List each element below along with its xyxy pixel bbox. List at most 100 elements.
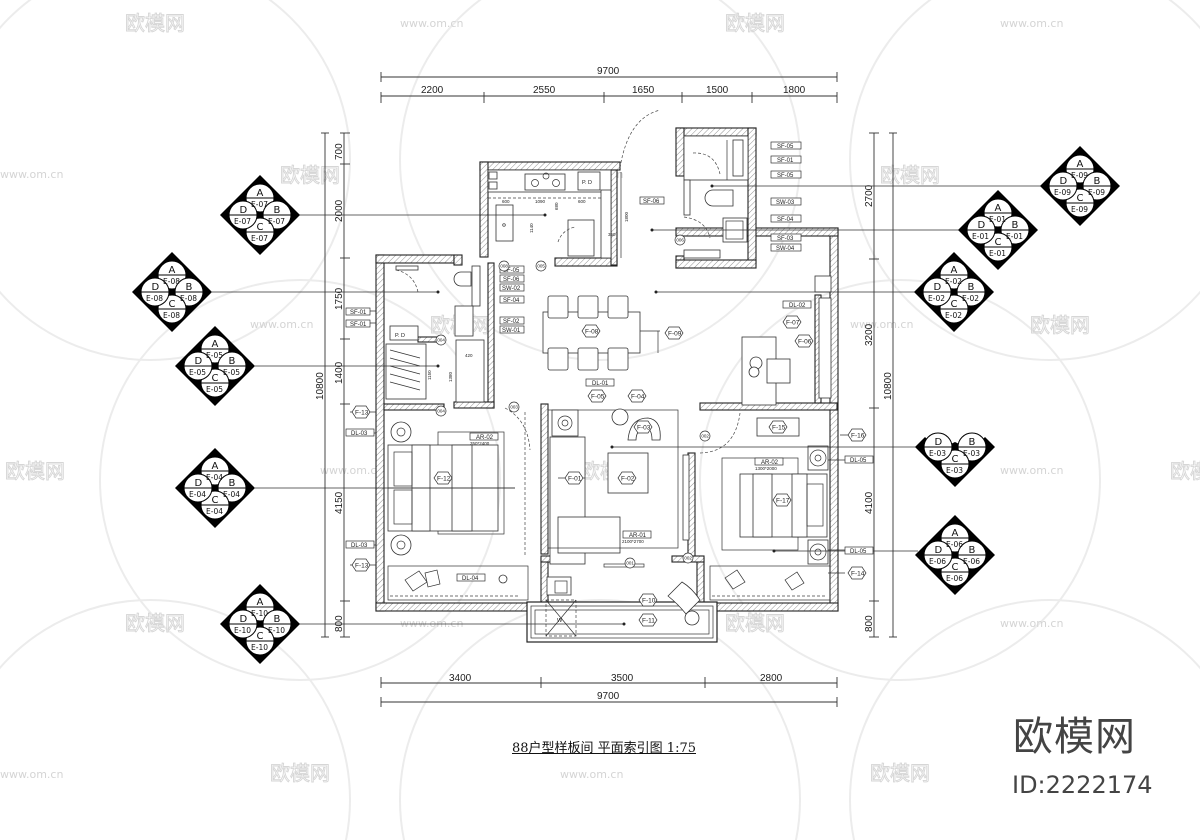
svg-text:www.om.cn: www.om.cn [0, 768, 63, 781]
svg-text:800: 800 [334, 615, 345, 632]
brand-logo: 欧模网 [1013, 714, 1136, 760]
svg-text:600: 600 [502, 199, 510, 204]
svg-text:E-09: E-09 [1071, 205, 1088, 214]
svg-text:F-11: F-11 [642, 618, 655, 625]
drain-label: W [557, 618, 563, 624]
leader-lines [212, 184, 1042, 626]
svg-text:1400: 1400 [334, 361, 345, 384]
svg-text:A: A [212, 461, 219, 472]
svg-text:AR-02: AR-02 [476, 435, 494, 441]
svg-text:D: D [1060, 176, 1068, 187]
svg-text:SF-06: SF-06 [643, 199, 660, 205]
svg-text:1300*2000: 1300*2000 [755, 466, 777, 471]
svg-text:E-06: E-06 [929, 557, 946, 566]
svg-text:E-08: E-08 [163, 311, 180, 320]
svg-text:003: 003 [510, 405, 518, 410]
svg-text:1090: 1090 [535, 199, 546, 204]
svg-text:680: 680 [554, 202, 559, 210]
svg-text:欧模网: 欧模网 [870, 761, 930, 785]
svg-text:E-01: E-01 [972, 232, 989, 241]
svg-text:2550: 2550 [533, 85, 556, 96]
svg-text:SF-05: SF-05 [777, 173, 794, 179]
svg-text:B: B [969, 437, 976, 448]
svg-text:B: B [229, 356, 236, 367]
svg-text:欧模网: 欧模网 [280, 163, 340, 187]
svg-text:E-10: E-10 [251, 643, 268, 652]
dimension-bottom: 3400 3500 2800 9700 [380, 673, 838, 707]
elevation-index-e03: B C D E-03 E-03 E-03 [915, 432, 995, 487]
svg-text:B: B [274, 614, 281, 625]
svg-text:SF-02: SF-02 [503, 319, 520, 325]
svg-text:D: D [195, 356, 203, 367]
svg-text:2800: 2800 [760, 673, 783, 684]
svg-text:004: 004 [437, 338, 445, 343]
material-tags: SF-05 SF-01 SF-05 SW-03 SF-04 SF-03 SW-0… [345, 141, 874, 582]
bedroom-right [699, 412, 831, 601]
svg-text:www.om.cn: www.om.cn [400, 617, 463, 630]
svg-text:E-01: E-01 [1006, 232, 1023, 241]
svg-text:C: C [212, 495, 219, 506]
svg-text:A: A [1077, 159, 1084, 170]
furniture-tags: F-01 F-02 F-03 F-04 F-05 F-06 F-07 F-08 … [351, 315, 867, 627]
svg-text:E-04: E-04 [223, 490, 240, 499]
svg-text:DL-05: DL-05 [850, 549, 867, 555]
svg-text:E-10: E-10 [251, 609, 268, 618]
watermark-brand: 欧模网 欧模网 欧模网 欧模网 欧模网 欧模网 欧模网 欧模网 欧模网 欧模网 … [5, 11, 1200, 786]
svg-text:600: 600 [578, 199, 586, 204]
wash-storage-area: P. D 1150 420 1380 [385, 265, 531, 555]
svg-text:9700: 9700 [597, 691, 620, 702]
svg-text:1750: 1750 [334, 287, 345, 310]
svg-text:4150: 4150 [334, 491, 345, 514]
svg-text:E-07: E-07 [251, 200, 268, 209]
svg-text:E-02: E-02 [945, 311, 962, 320]
svg-text:AR-01: AR-01 [629, 533, 647, 539]
svg-text:F-15: F-15 [772, 425, 786, 432]
svg-text:E-08: E-08 [180, 294, 197, 303]
svg-text:B: B [186, 282, 193, 293]
svg-text:1380: 1380 [448, 371, 453, 382]
svg-text:E-07: E-07 [234, 217, 251, 226]
svg-text:SF-01: SF-01 [777, 158, 794, 164]
svg-text:SF-05: SF-05 [777, 144, 794, 150]
svg-text:F-04: F-04 [631, 394, 645, 401]
svg-text:C: C [952, 454, 959, 465]
bathroom-tags: SF-05 SF-01 SF-05 SW-03 SF-04 SF-03 SW-0… [639, 141, 802, 252]
svg-text:SF-01: SF-01 [350, 310, 367, 316]
left-wall-tags: SF-01 SF-01 [345, 307, 371, 328]
svg-text:001: 001 [626, 561, 634, 566]
svg-text:C: C [212, 373, 219, 384]
svg-text:www.om.cn: www.om.cn [1000, 617, 1063, 630]
svg-text:F-09: F-09 [668, 331, 682, 338]
svg-text:D: D [934, 282, 942, 293]
svg-text:E-02: E-02 [945, 277, 962, 286]
svg-text:欧模网: 欧模网 [1170, 459, 1200, 483]
svg-text:E-04: E-04 [206, 473, 223, 482]
svg-text:欧模网: 欧模网 [725, 11, 785, 35]
svg-text:www.om.cn: www.om.cn [1000, 17, 1063, 30]
svg-text:E-01: E-01 [989, 215, 1006, 224]
svg-text:1650: 1650 [632, 85, 655, 96]
svg-text:1140: 1140 [529, 223, 534, 233]
svg-text:F-07: F-07 [786, 320, 800, 327]
svg-text:DL-05: DL-05 [850, 458, 867, 464]
svg-text:A: A [257, 188, 264, 199]
svg-text:F-14: F-14 [851, 571, 865, 578]
svg-text:F-13: F-13 [355, 563, 369, 570]
svg-text:www.om.cn: www.om.cn [1000, 464, 1063, 477]
svg-text:F-03: F-03 [637, 425, 651, 432]
svg-text:10800: 10800 [315, 372, 326, 400]
svg-text:SF-06: SF-06 [503, 277, 520, 283]
svg-text:F-02: F-02 [621, 476, 635, 483]
svg-text:2000: 2000 [334, 199, 345, 222]
svg-text:E-03: E-03 [946, 466, 963, 475]
svg-text:F-13: F-13 [355, 410, 369, 417]
svg-text:A: A [951, 265, 958, 276]
svg-text:F-12: F-12 [437, 476, 451, 483]
svg-text:www.om.cn: www.om.cn [0, 168, 63, 181]
svg-text:E-08: E-08 [146, 294, 163, 303]
svg-text:E-05: E-05 [206, 351, 223, 360]
svg-text:欧模网: 欧模网 [880, 163, 940, 187]
svg-text:SW-01: SW-01 [502, 328, 521, 334]
